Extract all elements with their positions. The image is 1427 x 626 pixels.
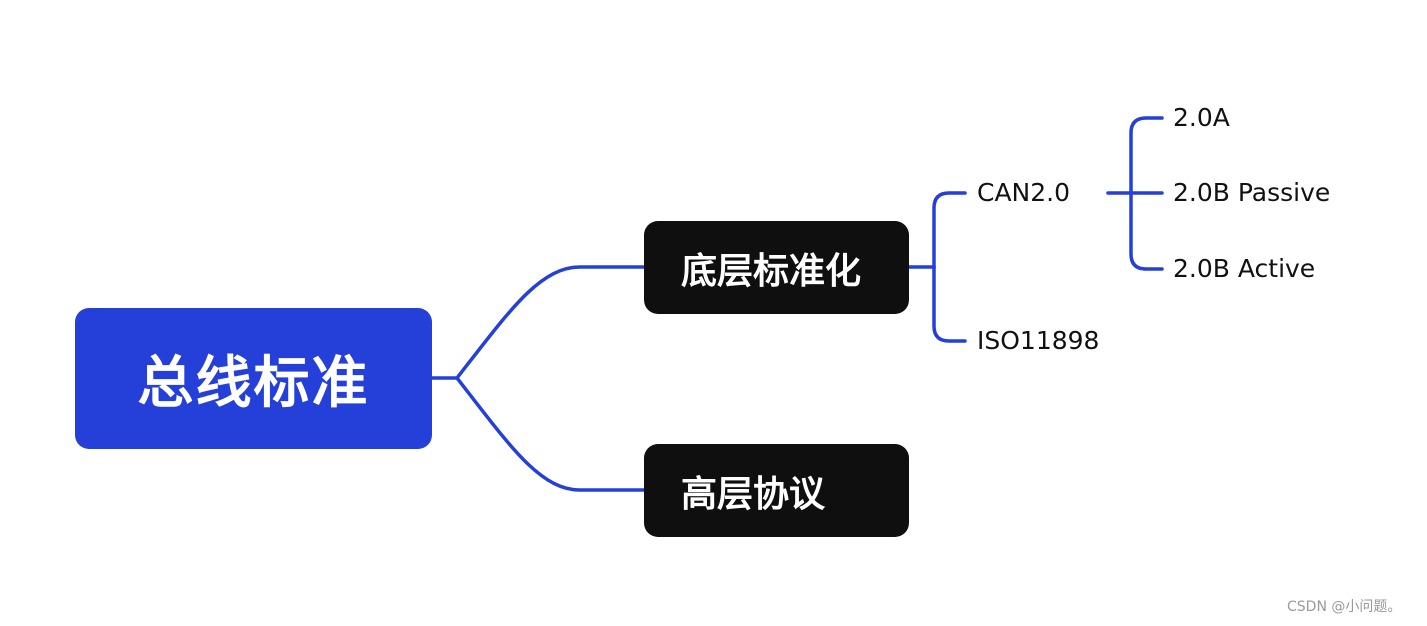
root-node-label: 总线标准 xyxy=(137,351,370,416)
subtopic-2-0a[interactable]: 2.0A xyxy=(1173,103,1230,132)
branch-node-label: 高层协议 xyxy=(681,473,826,515)
connector-branch-to-iso xyxy=(932,265,967,343)
connector-branch-to-can xyxy=(932,191,967,269)
connector-root-to-lower-branch xyxy=(455,265,646,380)
branch-node-lower-level[interactable]: 底层标准化 xyxy=(644,221,909,314)
subtopic-can2-0[interactable]: CAN2.0 xyxy=(977,178,1071,207)
branch-node-upper-level[interactable]: 高层协议 xyxy=(644,444,909,537)
connector-root-to-upper-branch xyxy=(455,376,646,492)
root-node[interactable]: 总线标准 xyxy=(75,308,432,449)
watermark: CSDN @小问题。 xyxy=(1287,599,1402,615)
subtopic-2-0b-passive[interactable]: 2.0B Passive xyxy=(1173,178,1331,207)
branch-node-label: 底层标准化 xyxy=(681,250,862,292)
connector-can-to-2-0a xyxy=(1129,116,1164,195)
connector-can-to-2-0b-active xyxy=(1129,191,1164,271)
subtopic-iso11898[interactable]: ISO11898 xyxy=(977,326,1100,355)
subtopic-2-0b-active[interactable]: 2.0B Active xyxy=(1173,254,1316,283)
